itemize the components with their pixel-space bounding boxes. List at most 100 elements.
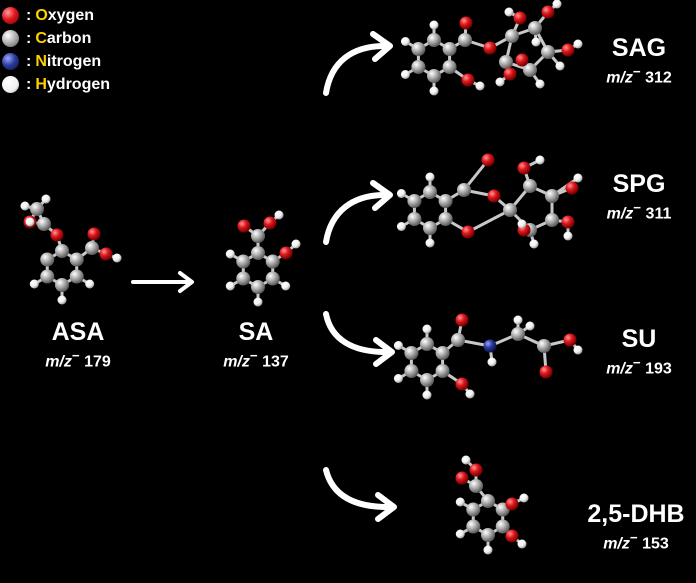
carbon-atom	[481, 528, 495, 542]
carbon-atom	[505, 29, 519, 43]
oxygen-atom	[505, 529, 519, 543]
carbon-atom	[40, 252, 55, 267]
carbon-atom	[523, 179, 537, 193]
spg-molecule-model	[396, 153, 583, 249]
carbon-atom	[55, 278, 69, 292]
carbon-sphere-icon	[2, 30, 19, 47]
hydrogen-atom	[225, 249, 235, 259]
su-molecule-model	[393, 313, 583, 400]
carbon-atom	[541, 45, 555, 59]
legend-initial: O	[35, 6, 48, 24]
hydrogen-atom	[85, 279, 95, 289]
hydrogen-atom	[225, 281, 235, 291]
oxygen-atom	[561, 215, 575, 229]
carbon-atom	[423, 185, 437, 199]
carbon-atom	[404, 346, 419, 360]
mass-to-charge: m/z− 193	[606, 355, 672, 378]
hydrogen-atom	[552, 0, 562, 9]
compound-name: ASA	[51, 318, 105, 346]
carbon-atom	[458, 33, 472, 47]
dhb-label: 2,5-DHB m/z− 153	[577, 500, 695, 554]
bond-stick	[467, 208, 511, 234]
hydrogen-atom	[396, 189, 406, 198]
oxygen-atom	[461, 73, 475, 87]
carbon-atom	[423, 221, 437, 235]
oxygen-atom	[481, 153, 495, 167]
hydrogen-atom	[281, 281, 291, 291]
hydrogen-atom	[20, 201, 30, 211]
oxygen-atom	[455, 377, 469, 391]
oxygen-atom	[505, 497, 519, 511]
hydrogen-atom	[455, 529, 465, 539]
hydrogen-atom	[535, 155, 545, 165]
hydrogen-atom	[422, 390, 432, 400]
hydrogen-atom	[535, 79, 545, 89]
carbon-atom	[457, 183, 471, 197]
su-label: SU m/z− 193	[583, 325, 695, 379]
asa-label: ASA m/z− 179	[18, 318, 138, 372]
carbon-atom	[37, 217, 51, 231]
oxygen-atom	[455, 313, 469, 327]
spg-label: SPG m/z− 311	[583, 170, 695, 224]
hydrogen-atom	[525, 321, 535, 331]
curved-arrow-to-dhb	[323, 467, 397, 522]
carbon-atom	[236, 254, 251, 269]
carbon-atom	[427, 33, 441, 47]
compound-name: 2,5-DHB	[587, 500, 685, 528]
nitrogen-sphere-icon	[2, 53, 19, 70]
carbon-atom	[466, 519, 481, 534]
sa-label: SA m/z− 137	[196, 318, 316, 372]
compound-name: SU	[621, 325, 657, 353]
hydrogen-atom	[253, 297, 263, 307]
dhb-molecule-model	[455, 455, 529, 555]
carbon-atom	[511, 327, 525, 341]
hydrogen-atom	[573, 173, 583, 183]
hydrogen-sphere-icon	[2, 76, 19, 93]
hydrogen-atom	[573, 345, 583, 355]
carbon-atom	[420, 373, 434, 387]
oxygen-atom	[515, 53, 529, 67]
hydrogen-atom	[57, 295, 67, 305]
carbon-atom	[69, 252, 84, 267]
mass-to-charge: m/z− 311	[606, 200, 672, 223]
hydrogen-atom	[112, 253, 122, 263]
oxygen-atom	[99, 247, 113, 261]
carbon-atom	[420, 337, 434, 351]
carbon-atom	[523, 63, 537, 77]
hydrogen-atom	[519, 493, 529, 503]
carbon-atom	[265, 271, 280, 286]
oxygen-atom	[539, 365, 553, 379]
mass-to-charge: m/z− 153	[603, 530, 669, 553]
oxygen-atom	[483, 41, 497, 55]
oxygen-atom	[541, 5, 555, 19]
hydrogen-atom	[41, 194, 51, 204]
carbon-atom	[40, 269, 55, 284]
carbon-atom	[251, 229, 265, 243]
carbon-atom	[481, 494, 495, 508]
oxygen-atom	[561, 43, 575, 57]
oxygen-atom	[455, 471, 469, 485]
compound-name: SA	[238, 318, 274, 346]
hydrogen-atom	[429, 86, 439, 96]
carbon-atom	[442, 42, 457, 56]
oxygen-atom	[87, 227, 101, 241]
hydrogen-atom	[422, 324, 432, 334]
asa-molecule-model	[20, 194, 122, 305]
oxygen-atom	[513, 11, 527, 25]
carbon-atom	[438, 212, 453, 226]
carbon-atom	[451, 333, 465, 347]
legend-initial: N	[35, 52, 47, 70]
sag-molecule-model	[400, 0, 583, 96]
hydrogen-atom	[495, 77, 505, 87]
oxygen-atom	[503, 67, 517, 81]
carbon-atom	[528, 21, 542, 35]
carbon-atom	[466, 502, 481, 517]
hydrogen-atom	[393, 341, 403, 350]
legend-label: xygen	[47, 6, 95, 24]
oxygen-atom	[263, 216, 277, 230]
